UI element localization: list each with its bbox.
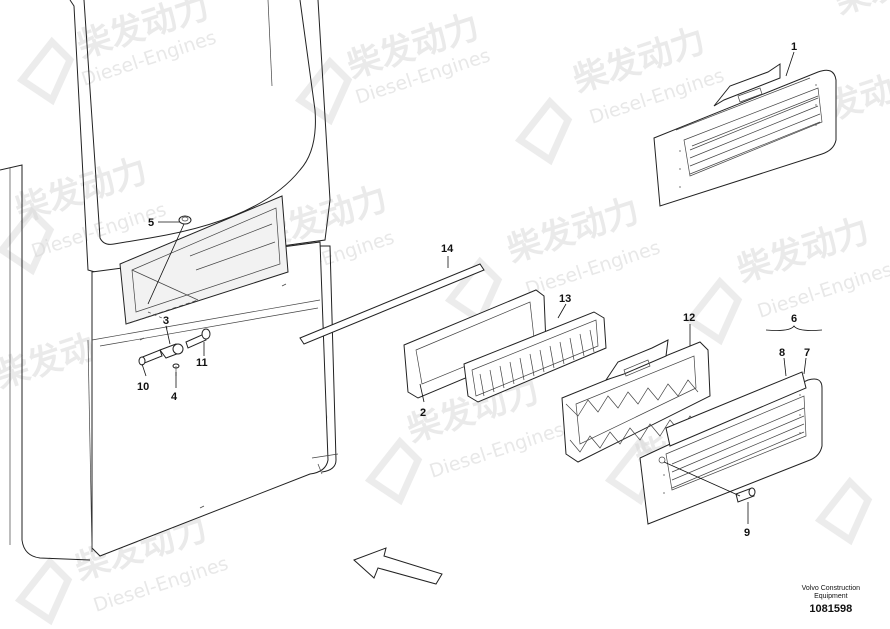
callout-11: 11: [196, 357, 208, 369]
callout-7: 7: [804, 347, 810, 359]
leader-lines: [141, 51, 823, 524]
seal-strip-14: [299, 263, 485, 345]
watermark-logo: [294, 56, 353, 126]
watermark-logo: [814, 476, 873, 546]
watermark-logo: [514, 96, 573, 166]
watermark-logo: [16, 36, 75, 106]
screw-9: [735, 487, 756, 503]
footer-brand-line1: Volvo Construction: [801, 585, 860, 592]
callout-9: 9: [744, 527, 750, 539]
drawing-number: 1081598: [809, 603, 853, 615]
cab-air-intake-opening: [119, 195, 289, 325]
footer-brand-line2: Equipment: [814, 593, 848, 600]
cap-plug-5: [178, 215, 192, 225]
bolt-11: [185, 328, 211, 349]
pin-3: [159, 343, 184, 359]
air-filter-13: [463, 311, 607, 403]
callout-5: 5: [148, 217, 154, 229]
grille-assembly-6: [639, 378, 823, 525]
grille-assembly-1: [653, 63, 837, 207]
grille-part-8: [665, 371, 807, 447]
direction-arrow: [353, 547, 443, 585]
cab-housing: [0, 0, 339, 561]
watermark-logo: [364, 436, 423, 506]
callout-6: 6: [791, 313, 797, 325]
callout-10: 10: [137, 381, 149, 393]
callout-8: 8: [779, 347, 785, 359]
watermark-logo: [684, 276, 743, 346]
callouts: 1 5 14 13 12 6 3 8 7 11 10 4 2 9: [137, 41, 810, 539]
drawing-footer: Volvo Construction Equipment 1081598: [802, 585, 860, 615]
watermark-text-cn: 柴发动力: [830, 0, 890, 23]
cab-front-panel: [91, 241, 329, 557]
filter-frame-12: [561, 339, 711, 463]
callout-12: 12: [683, 312, 695, 324]
callout-13: 13: [559, 293, 571, 305]
callout-1: 1: [791, 41, 797, 53]
callout-3: 3: [163, 315, 169, 327]
watermark-logo: [14, 556, 73, 626]
callout-4: 4: [171, 391, 178, 403]
callout-14: 14: [441, 243, 454, 255]
callout-2: 2: [420, 407, 426, 419]
